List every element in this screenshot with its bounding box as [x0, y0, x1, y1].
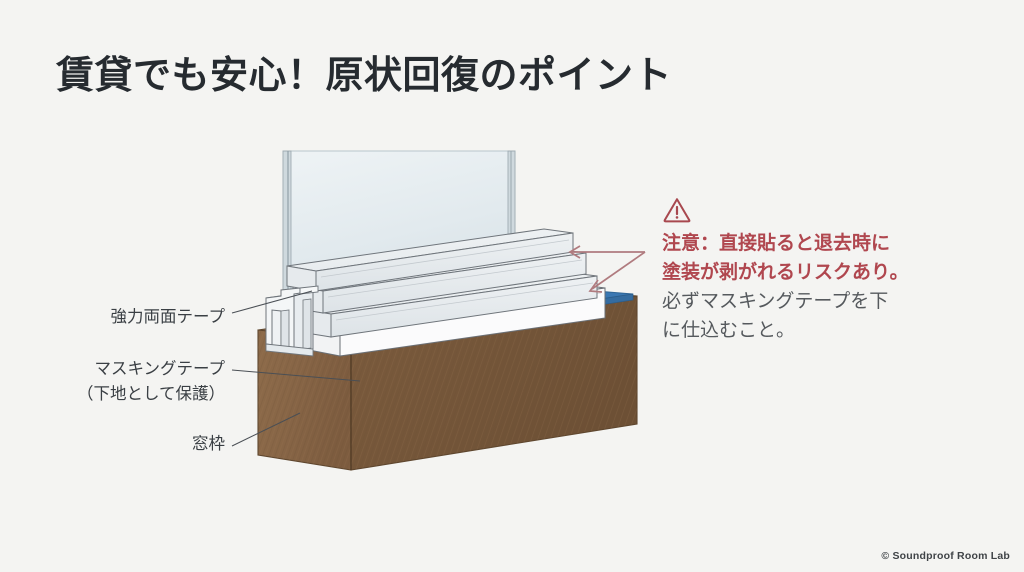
leader-lines [231, 290, 361, 447]
leader-line-masking-tape [231, 369, 361, 382]
label-masking-tape-subtext: （下地として保護） [76, 384, 225, 403]
leader-line-double-sided-tape [231, 290, 313, 314]
arrow-lower [588, 251, 646, 293]
arrow-upper [568, 245, 645, 259]
aluminum-sash-profile [265, 228, 598, 357]
label-window-frame: 窓枠 [0, 432, 225, 457]
warning-line-2: 塗装が剥がれるリスクあり。 [662, 261, 909, 283]
warning-line-1: 注意：直接貼ると退去時に [662, 233, 891, 254]
label-strong-double-sided-tape: 強力両面テープ [0, 305, 225, 330]
label-strong-double-sided-tape-text: 強力両面テープ [110, 308, 225, 326]
warning-arrows [568, 245, 646, 293]
page-title: 賃貸でも安心！原状回復のポイント [56, 55, 673, 97]
warning-line-4: に仕込むこと。 [662, 319, 796, 341]
warning-line-3: 必ずマスキングテープを下 [662, 290, 889, 312]
label-masking-tape: マスキングテープ （下地として保護） [0, 357, 225, 407]
warning-callout: 注意：直接貼ると退去時に 塗装が剥がれるリスクあり。 必ずマスキングテープを下 … [662, 196, 962, 346]
leader-line-window-frame [231, 412, 301, 447]
footer-credit: © Soundproof Room Lab [881, 550, 1010, 562]
warning-triangle-icon [663, 198, 691, 223]
label-window-frame-text: 窓枠 [192, 435, 225, 453]
label-masking-tape-text: マスキングテープ [94, 360, 225, 378]
